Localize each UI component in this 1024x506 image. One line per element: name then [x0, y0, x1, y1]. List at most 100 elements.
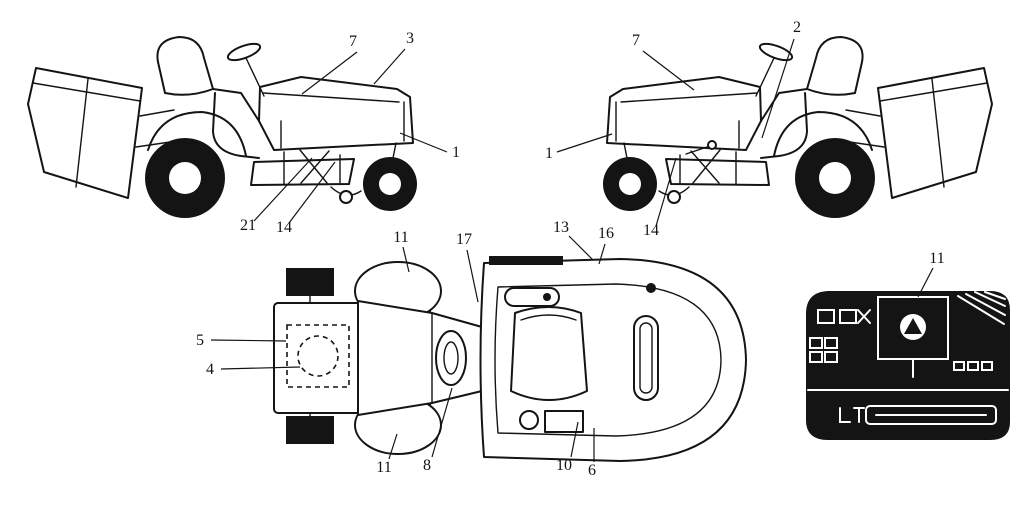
callout-side-left-1: 1 — [399, 132, 460, 161]
leader-line — [220, 366, 301, 370]
callout-side-left-3: 3 — [373, 30, 414, 85]
leader-line — [642, 50, 695, 91]
rear-fender — [773, 111, 873, 157]
decal-location-box — [286, 324, 350, 388]
callout-side-right-2: 2 — [761, 19, 801, 139]
callout-number: 7 — [632, 32, 640, 49]
callout-top-11a: 11 — [393, 229, 410, 273]
cap-circle — [519, 410, 539, 430]
callout-number: 1 — [452, 144, 460, 161]
seat-top-line — [520, 314, 577, 321]
rear-wheel-hub — [819, 162, 851, 194]
callout-top-4: 4 — [206, 361, 301, 378]
panel-chip-2 — [967, 361, 979, 371]
rear-wheel-hub — [169, 162, 201, 194]
steering-column — [245, 57, 265, 97]
dash-panel — [504, 287, 560, 307]
hood — [606, 76, 762, 151]
leader-line — [568, 235, 594, 261]
deck-linkage — [283, 149, 341, 185]
seat — [156, 36, 214, 96]
panel-emblem-mark — [904, 318, 922, 334]
leader-line — [761, 38, 795, 139]
leader-line — [210, 339, 287, 342]
leader-line — [655, 157, 677, 227]
callout-number: 4 — [206, 361, 214, 378]
callout-top-11b: 11 — [376, 433, 398, 476]
deck-linkage — [679, 149, 737, 185]
panel-square-2 — [824, 337, 838, 349]
callout-top-16: 16 — [598, 225, 614, 265]
callout-top-10: 10 — [556, 421, 579, 474]
panel-bottom-glyphs — [839, 407, 865, 423]
callout-number: 14 — [276, 219, 292, 236]
callout-top-13: 13 — [553, 219, 594, 261]
callout-number: 8 — [423, 457, 431, 474]
leader-line — [431, 387, 453, 458]
panel-chip-3 — [981, 361, 993, 371]
hood-outline — [494, 283, 722, 437]
leader-line — [556, 133, 613, 153]
wheel-lower — [286, 416, 334, 444]
steering-wheel — [758, 42, 794, 62]
panel-icon-cross — [857, 309, 871, 324]
side-view-right — [603, 36, 993, 218]
console-footboard — [760, 88, 808, 159]
callout-top-6: 6 — [588, 428, 596, 479]
decal-panel — [806, 291, 1010, 440]
callout-number: 2 — [793, 19, 801, 36]
battery-box — [544, 410, 584, 433]
callout-top-5: 5 — [196, 332, 287, 349]
front-wheel-hub — [379, 173, 401, 195]
panel-chip-1 — [953, 361, 965, 371]
leader-line — [917, 267, 934, 298]
grass-bagger — [27, 67, 143, 199]
steering-wheel — [226, 42, 262, 62]
leader-line — [253, 157, 313, 222]
callout-top-8: 8 — [423, 387, 453, 474]
callout-number: 1 — [545, 145, 553, 162]
leader-line — [399, 132, 448, 153]
console-footboard — [212, 88, 260, 159]
fuel-cap-dot — [646, 283, 656, 293]
grass-bagger — [877, 67, 993, 199]
callout-number: 14 — [643, 222, 659, 239]
leader-line — [598, 243, 606, 265]
leader-line — [388, 433, 398, 460]
callout-number: 5 — [196, 332, 204, 349]
callout-number: 7 — [349, 33, 357, 50]
callout-number: 10 — [556, 457, 572, 474]
panel-icon-2 — [839, 309, 857, 324]
callout-number: 16 — [598, 225, 614, 242]
callout-side-left-7: 7 — [301, 33, 358, 95]
hood — [258, 76, 414, 151]
steering-wheel-top — [435, 330, 467, 386]
front-wheel-hub — [619, 173, 641, 195]
gauge-wheel — [667, 190, 681, 204]
deck-lift-lever — [685, 145, 711, 155]
leader-line — [466, 249, 479, 303]
callout-top-17: 17 — [456, 231, 479, 303]
dash-dot — [543, 293, 551, 301]
lever-knob — [707, 140, 717, 150]
leader-line — [288, 161, 336, 224]
callout-number: 13 — [553, 219, 569, 236]
leader-line — [373, 48, 406, 85]
leader-line — [301, 51, 358, 95]
hood-lines — [615, 92, 758, 149]
panel-icon-1 — [817, 309, 835, 324]
grass-bagger-lines — [32, 78, 141, 188]
console-slot-inner — [639, 322, 653, 394]
panel-square-3 — [809, 351, 823, 363]
bumper-bar — [489, 256, 563, 265]
grass-bagger-lines — [879, 78, 988, 188]
callout-side-right-14: 14 — [643, 157, 677, 239]
seat — [806, 36, 864, 96]
rear-fender — [147, 111, 247, 157]
steering-wheel-inner — [443, 341, 459, 375]
decal-location-circle — [297, 335, 339, 377]
callout-side-right-7: 7 — [632, 32, 695, 91]
side-view-left — [27, 36, 417, 218]
callout-side-left-21: 21 — [240, 157, 313, 234]
callout-number: 21 — [240, 217, 256, 234]
